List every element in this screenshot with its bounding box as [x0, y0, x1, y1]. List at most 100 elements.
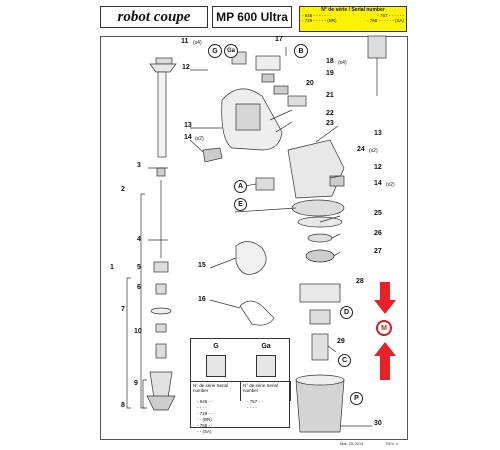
part-number: 13 — [184, 122, 192, 129]
grip-14b — [329, 175, 345, 187]
grip-14a — [202, 147, 223, 163]
arrow-down-head — [374, 300, 396, 314]
part-number: 12 — [374, 164, 382, 171]
part-number: 29 — [337, 338, 345, 345]
part-number: 2 — [121, 186, 125, 193]
part-number: 23 — [326, 120, 334, 127]
serial-values-row: - 646 - - - - - - - 729 - - - - (BR) - 7… — [191, 399, 291, 435]
hub-9 — [155, 343, 167, 359]
part-number: 30 — [374, 420, 382, 427]
arrow-up-head — [374, 342, 396, 356]
part-number: 15 — [198, 262, 206, 269]
column-g: G — [213, 343, 219, 350]
model-title: MP 600 Ultra — [212, 6, 292, 28]
switch-block — [235, 103, 261, 131]
part-number: 9 — [134, 380, 138, 387]
part-number: 27 — [374, 248, 382, 255]
callout-b: B — [294, 44, 308, 58]
housing-28 — [299, 283, 341, 303]
switch-g-drawing — [206, 355, 226, 377]
part-qty: (x2) — [195, 136, 204, 142]
bracket-1 — [126, 277, 131, 409]
footer-revision: REV. c — [386, 441, 399, 446]
callout-m: M — [376, 320, 392, 336]
bearing-27 — [305, 249, 335, 263]
arrow-down-shaft — [380, 282, 390, 300]
switch-ga-drawing — [256, 355, 276, 377]
product-thumbnail — [367, 35, 387, 59]
switch-variant-table: G Ga N° de série Serial number N° de sér… — [190, 338, 291, 434]
part-number: 21 — [326, 92, 334, 99]
part-number: 22 — [326, 110, 334, 117]
arrow-up-shaft — [380, 356, 390, 380]
part-21 — [287, 95, 307, 107]
part-number: 12 — [182, 64, 190, 71]
seal-7 — [150, 307, 172, 315]
part-qty: (x2) — [369, 148, 378, 154]
part-20 — [273, 85, 289, 95]
main-tube — [157, 71, 167, 158]
brush-block — [309, 309, 331, 325]
part-qty: (x4) — [193, 40, 202, 46]
serial-number-box: N° de série / Serial number - 646 - - - … — [299, 6, 407, 32]
cable-15 — [235, 241, 267, 275]
rotor-29 — [311, 333, 329, 361]
part-A — [255, 177, 275, 191]
part-number: 16 — [198, 296, 206, 303]
tube-collar — [149, 63, 177, 73]
part-number: 7 — [121, 306, 125, 313]
bearing-5 — [153, 261, 169, 273]
ga-serials: - 757 - - - - - - — [247, 399, 263, 410]
serial-row: - 729 - - - - - (BR)- 768 - - - - - - (S… — [302, 18, 404, 23]
part-number: 11 — [181, 38, 189, 45]
callout-g: G — [208, 44, 222, 58]
exploded-view-frame — [100, 36, 408, 440]
stator-top — [295, 374, 345, 386]
coupling-3 — [156, 167, 166, 177]
ring-10 — [155, 323, 167, 333]
part-number: 4 — [137, 236, 141, 243]
bracket-2 — [140, 193, 145, 409]
base-plate — [291, 199, 345, 217]
part-number: 19 — [326, 70, 334, 77]
part-number: 25 — [374, 210, 382, 217]
switch-17 — [255, 55, 281, 71]
callout-d: D — [340, 306, 353, 319]
part-number: 20 — [306, 80, 314, 87]
footer-date: Mai. 05-2019 — [340, 441, 364, 446]
callout-e: E — [234, 198, 247, 211]
callout-c: C — [338, 354, 351, 367]
blade-guard — [146, 395, 176, 411]
g-serials: - 646 - - - - - - - 729 - - - - (BR) - 7… — [197, 399, 213, 434]
part-19 — [261, 73, 275, 83]
serial-row: - 646 - - - - - - -- 757 - - - - - - — [302, 13, 404, 18]
cable-16 — [239, 300, 275, 326]
column-ga: Ga — [261, 343, 271, 350]
part-qty: (x2) — [386, 182, 395, 188]
part-number: 14 — [184, 134, 192, 141]
part-number: 10 — [134, 328, 142, 335]
part-number: 13 — [374, 130, 382, 137]
part-number: 3 — [137, 162, 141, 169]
part-number: 5 — [137, 264, 141, 271]
callout-p: P — [350, 392, 363, 405]
red-arrows — [374, 282, 396, 380]
part-qty: (x4) — [338, 60, 347, 66]
blade-bell-8 — [149, 371, 173, 399]
brand-logo: robot coupe — [100, 6, 208, 28]
serial-header-row: N° de série Serial number N° de série Se… — [191, 381, 291, 401]
part-number: 28 — [356, 278, 364, 285]
motor-housing-lower — [287, 139, 345, 199]
serial-title: N° de série / Serial number — [321, 7, 385, 13]
part-number: 26 — [374, 230, 382, 237]
seal-26 — [307, 233, 333, 243]
part-number: 6 — [137, 284, 141, 291]
tube-top-cap — [155, 57, 173, 65]
bracket-9 — [142, 379, 147, 409]
callout-a: A — [234, 180, 247, 193]
part-number: 17 — [275, 36, 283, 43]
stator-30 — [295, 379, 345, 433]
part-number: 18 — [326, 58, 334, 65]
part-number: 1 — [110, 264, 114, 271]
